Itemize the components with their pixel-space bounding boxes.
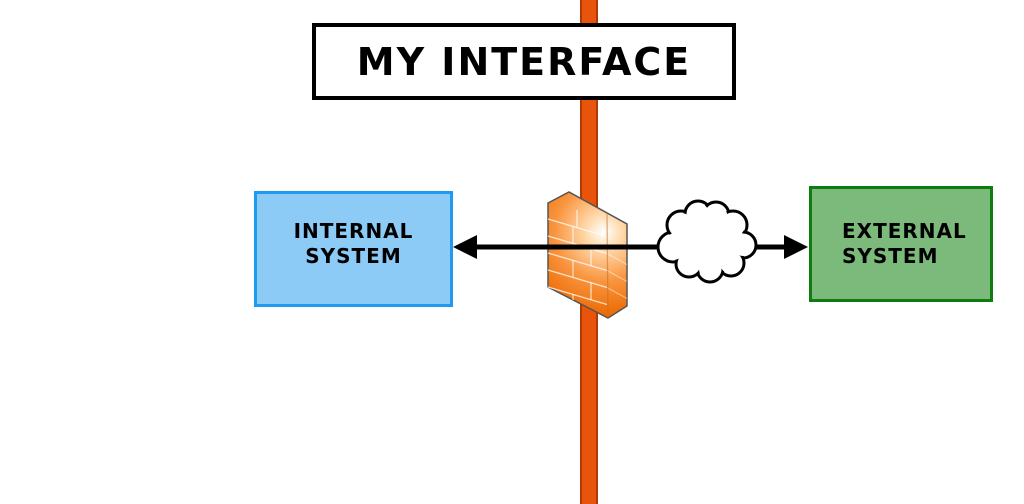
firewall-icon: [547, 191, 628, 319]
arrowhead-left-icon: [453, 235, 477, 259]
external-system-box: EXTERNAL SYSTEM: [809, 186, 993, 302]
firewall-side-courses: [606, 252, 628, 300]
interface-title-box: MY INTERFACE: [312, 23, 736, 100]
interface-title-label: MY INTERFACE: [356, 39, 692, 84]
internal-system-label-line2: SYSTEM: [305, 244, 402, 268]
arrowhead-right-icon: [784, 235, 808, 259]
internal-system-box: INTERNAL SYSTEM: [254, 191, 453, 307]
firewall-brick-joints: [572, 210, 592, 300]
external-system-label-line2: SYSTEM: [842, 244, 939, 268]
firewall-corner-edge: [606, 212, 609, 319]
external-system-label-line1: EXTERNAL: [842, 219, 967, 243]
cloud-icon: [656, 199, 758, 284]
internal-system-label-line1: INTERNAL: [293, 219, 414, 243]
